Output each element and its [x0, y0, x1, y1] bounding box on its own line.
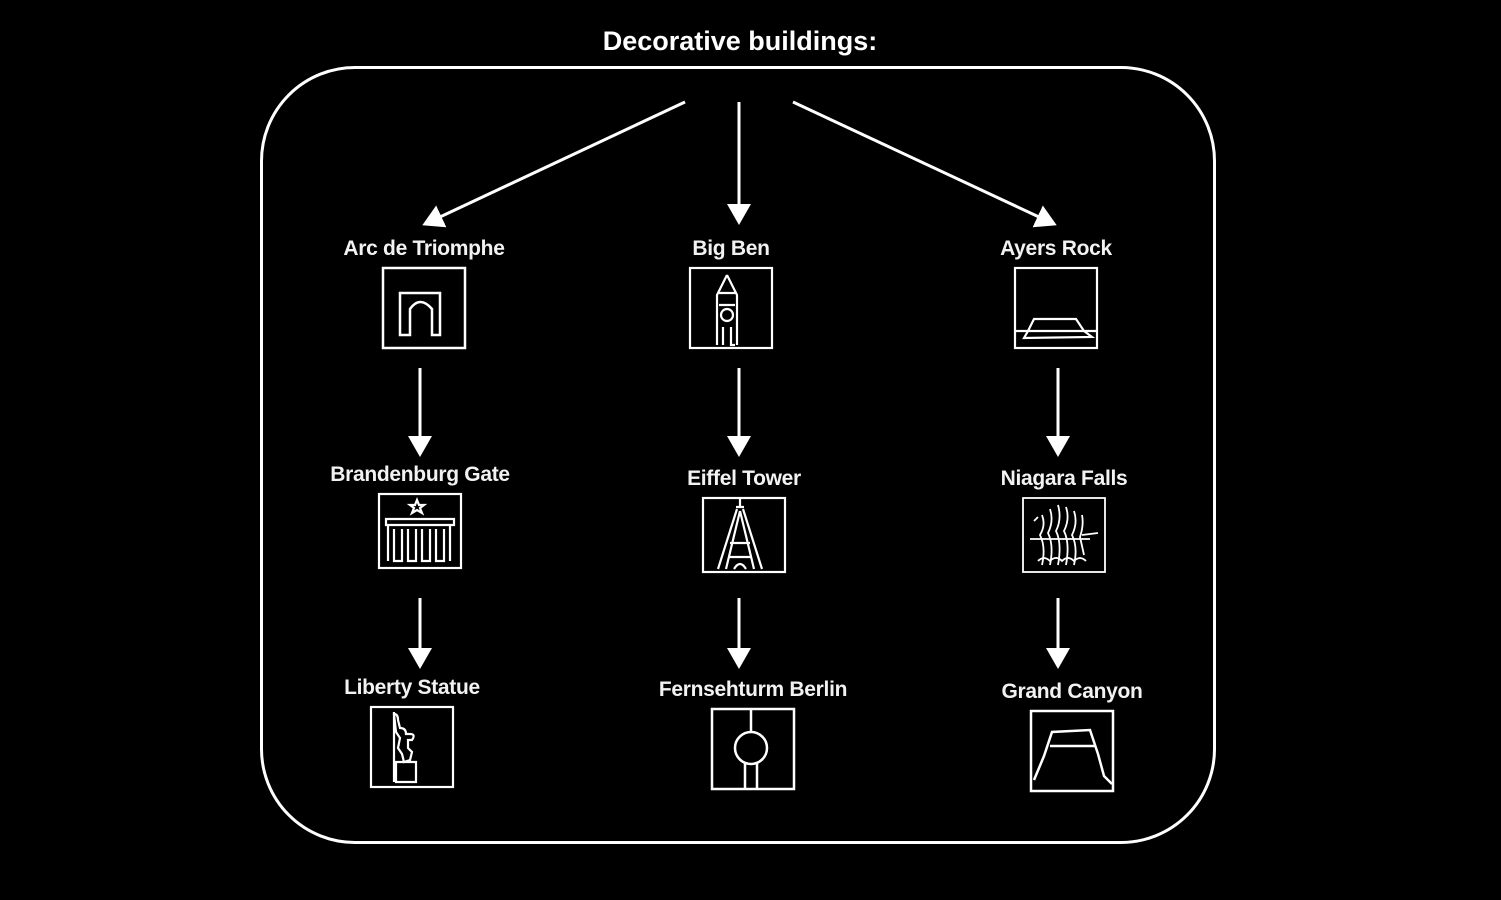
arrow-root-to-arc — [422, 100, 686, 228]
niagara-falls-icon — [1022, 497, 1106, 573]
node-label: Liberty Statue — [344, 676, 480, 699]
node-fernsehturm-berlin: Fernsehturm Berlin — [643, 678, 863, 792]
node-ayers-rock: Ayers Rock — [946, 237, 1166, 351]
node-big-ben: Big Ben — [621, 237, 841, 351]
node-grand-canyon: Grand Canyon — [962, 680, 1182, 794]
grand-canyon-icon — [1029, 709, 1115, 793]
big-ben-icon — [688, 266, 774, 350]
node-brandenburg-gate: Brandenburg Gate — [310, 463, 530, 571]
liberty-statue-icon — [369, 705, 455, 789]
node-niagara-falls: Niagara Falls — [954, 467, 1174, 575]
node-label: Ayers Rock — [1000, 237, 1112, 260]
group-frame — [260, 66, 1216, 844]
node-eiffel-tower: Eiffel Tower — [634, 467, 854, 575]
node-liberty-statue: Liberty Statue — [302, 676, 522, 790]
fernsehturm-icon — [710, 707, 796, 791]
node-label: Fernsehturm Berlin — [658, 678, 848, 701]
eiffel-tower-icon — [701, 496, 787, 574]
node-label: Big Ben — [692, 237, 770, 260]
node-label: Eiffel Tower — [687, 467, 801, 490]
node-label: Brandenburg Gate — [330, 463, 510, 486]
arrow-root-to-ayers — [792, 100, 1057, 228]
node-label: Grand Canyon — [1001, 680, 1143, 703]
node-label: Arc de Triomphe — [343, 237, 505, 260]
ayers-rock-icon — [1013, 266, 1099, 350]
arc-de-triomphe-icon — [381, 266, 467, 350]
diagram-title: Decorative buildings: — [602, 26, 878, 56]
brandenburg-gate-icon — [377, 492, 463, 570]
node-arc-de-triomphe: Arc de Triomphe — [314, 237, 534, 351]
node-label: Niagara Falls — [1000, 467, 1128, 490]
